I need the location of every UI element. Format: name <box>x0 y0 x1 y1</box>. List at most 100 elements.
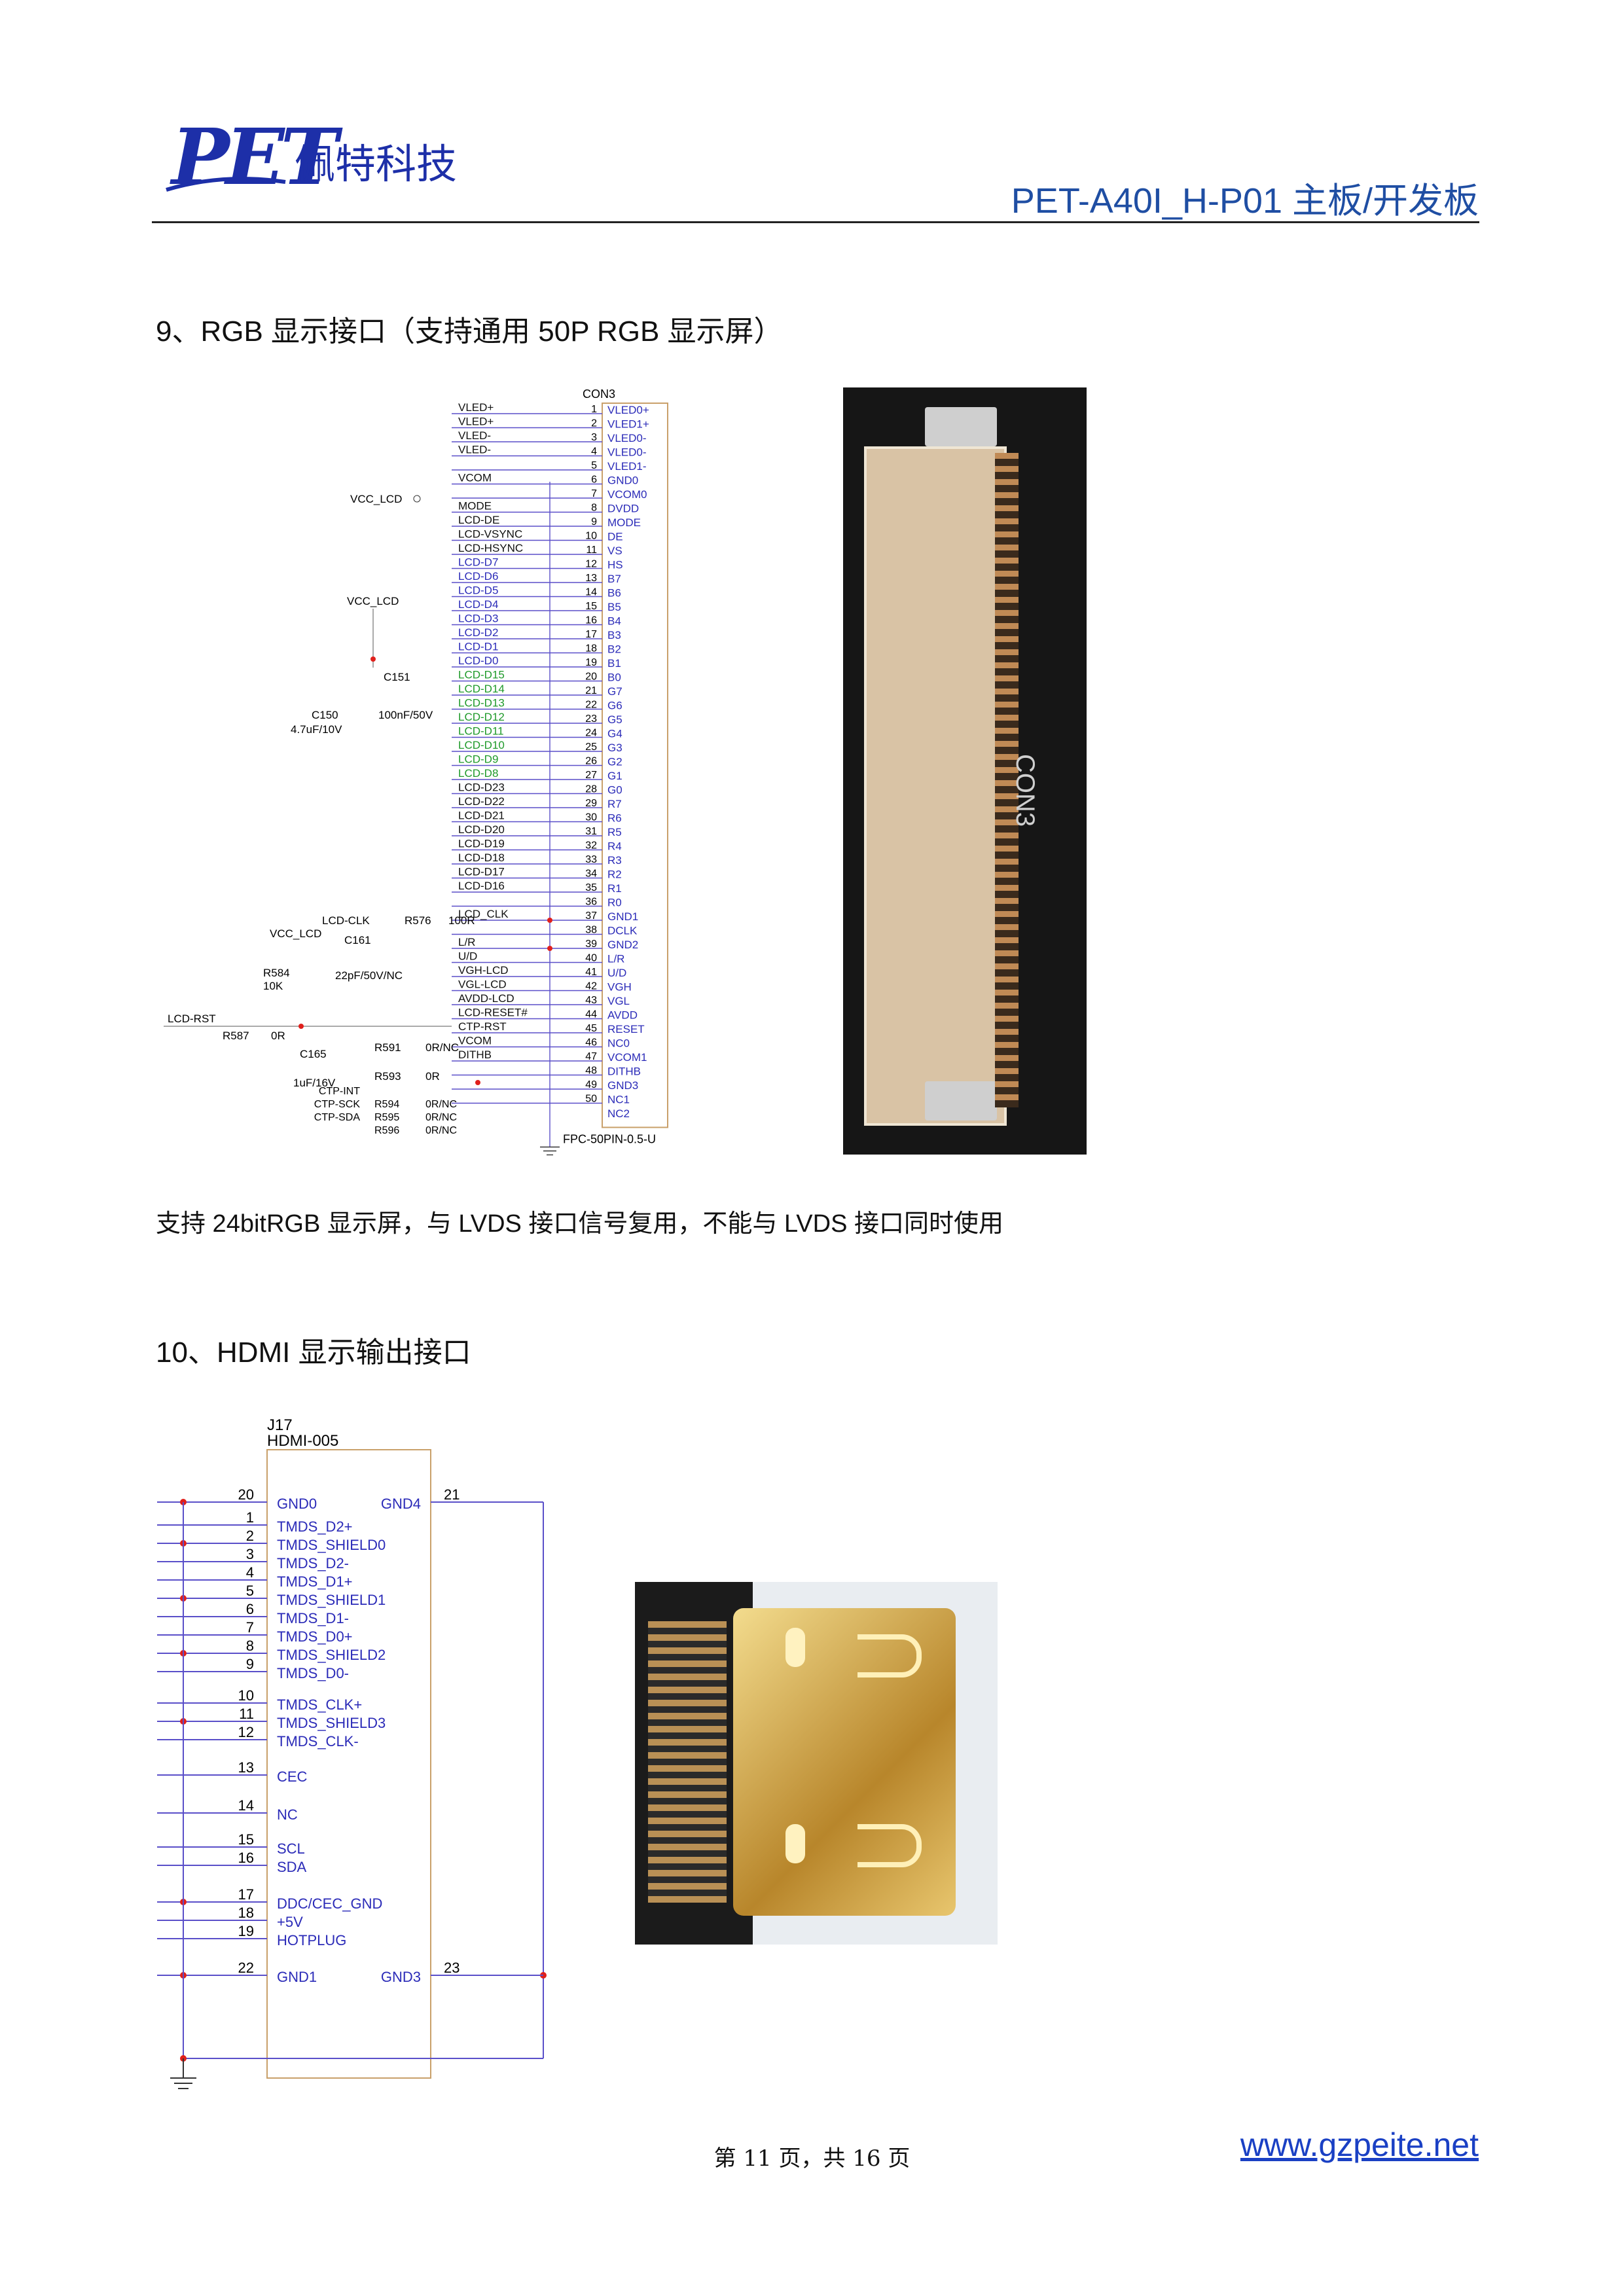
junction-dot <box>298 1024 304 1029</box>
j17-pin-number: 12 <box>238 1724 254 1740</box>
con3-pin-name: G3 <box>607 742 623 754</box>
j17-pin-number: 1 <box>246 1509 254 1526</box>
con3-pin-number: 4 <box>591 446 597 457</box>
con3-net-label: LCD-D6 <box>458 570 498 583</box>
con3-net-label: VLED+ <box>458 401 494 414</box>
j17-box <box>266 1449 431 2079</box>
con3-pin-number: 18 <box>585 643 597 655</box>
con3-pin-number: 30 <box>585 812 597 823</box>
con3-net-label: VCOM <box>458 472 492 484</box>
con3-pin-name: HS <box>607 559 623 571</box>
c165-value: 1uF/16V <box>293 1077 336 1089</box>
con3-pin-name: MODE <box>607 516 641 529</box>
con3-pin-number: 37 <box>585 910 597 922</box>
junction-dot <box>370 656 376 662</box>
con3-net-label: MODE <box>458 500 492 512</box>
r595-ref: R595 <box>374 1112 399 1123</box>
con3-pin-number: 39 <box>585 939 597 950</box>
con3-net-label: AVDD-LCD <box>458 992 514 1005</box>
con3-net-label: L/R <box>458 936 475 948</box>
lcd-rst-label: LCD-RST <box>168 1013 216 1025</box>
j17-pin-name: TMDS_D1- <box>277 1610 349 1626</box>
j17-pin-name: TMDS_D2- <box>277 1555 349 1571</box>
con3-net-label: VLED+ <box>458 416 494 428</box>
con3-net-label: LCD-D10 <box>458 739 505 751</box>
con3-net-label: CTP-RST <box>458 1020 507 1033</box>
con3-net-label: LCD-D17 <box>458 866 505 878</box>
j17-pin-name: TMDS_D2+ <box>277 1518 353 1535</box>
rgb-connector-photo: CON3 <box>843 387 1087 1155</box>
con3-net-label: LCD-D8 <box>458 767 498 780</box>
section-10-title: 10、HDMI 显示输出接口 <box>156 1336 471 1369</box>
j17-pin-name: +5V <box>277 1914 303 1930</box>
con3-pin-number: 12 <box>585 559 597 570</box>
j17-pin-name: GND4 <box>381 1496 421 1512</box>
con3-net-label: LCD-D13 <box>458 697 505 709</box>
con3-net-label: LCD-D11 <box>458 725 504 738</box>
con3-pin-name: GND3 <box>607 1079 638 1092</box>
con3-pin-number: 8 <box>591 503 597 514</box>
con3-pin-number: 43 <box>585 995 597 1006</box>
con3-pin-number: 41 <box>585 967 597 978</box>
j17-pin-name: TMDS_CLK- <box>277 1733 359 1749</box>
con3-net-label: LCD-D22 <box>458 795 505 808</box>
header-product-title: PET-A40I_H-P01 主板/开发板 <box>1011 181 1479 221</box>
shield-tab-2 <box>785 1824 805 1863</box>
con3-pin-name: L/R <box>607 953 624 965</box>
r593-ref: R593 <box>374 1070 401 1083</box>
con3-pin-name: B6 <box>607 587 621 600</box>
con3-pin-name: G7 <box>607 685 623 698</box>
con3-net-label: LCD-D0 <box>458 655 498 667</box>
con3-pin-name: AVDD <box>607 1009 638 1022</box>
con3-net-label: LCD-D5 <box>458 584 498 597</box>
con3-net-label: VGL-LCD <box>458 978 507 991</box>
j17-pin-number: 20 <box>238 1486 254 1503</box>
con3-net-label: LCD-D9 <box>458 753 498 766</box>
vcc-lcd-label-3: VCC_LCD <box>270 927 321 940</box>
vcc-lcd-label-2: VCC_LCD <box>347 595 399 607</box>
con3-schematic: CON3FPC-50PIN-0.5-UVLED0+1VLED+VLED1+2VL… <box>164 387 668 1156</box>
r593-value: 0R <box>425 1070 440 1083</box>
j17-pin-name: TMDS_D0- <box>277 1665 349 1681</box>
con3-net-label: LCD-D4 <box>458 598 498 611</box>
con3-pin-name: VCOM1 <box>607 1051 647 1064</box>
con3-pin-name: VLED0+ <box>607 404 649 416</box>
con3-net-label: LCD-D14 <box>458 683 505 695</box>
j17-pin-number: 9 <box>246 1656 254 1672</box>
r591-ref: R591 <box>374 1041 401 1054</box>
j17-pin-number: 15 <box>238 1831 254 1848</box>
c151-value: 100nF/50V <box>378 709 433 721</box>
company-logo-mark: PET <box>171 111 338 202</box>
con3-ref: CON3 <box>583 387 615 401</box>
con3-pin-name: VGL <box>607 995 630 1007</box>
con3-pin-number: 33 <box>585 854 597 865</box>
j17-pin-name: SCL <box>277 1840 305 1857</box>
con3-pin-name: DVDD <box>607 503 639 515</box>
connector-pins <box>995 453 1019 1107</box>
con3-pin-number: 40 <box>585 953 597 964</box>
con3-net-label: LCD-DE <box>458 514 499 526</box>
con3-net-label: VCOM <box>458 1035 492 1047</box>
con3-pin-name: DCLK <box>607 925 638 937</box>
con3-pin-name: B4 <box>607 615 621 628</box>
con3-net-label: LCD-D7 <box>458 556 498 569</box>
j17-pin-number: 3 <box>246 1546 254 1562</box>
section-9-caption: 支持 24bitRGB 显示屏，与 LVDS 接口信号复用，不能与 LVDS 接… <box>156 1210 1003 1238</box>
ctp-int-label: CTP-INT <box>319 1086 360 1097</box>
con3-net-label: LCD-D18 <box>458 852 505 864</box>
j17-pin-number: 18 <box>238 1905 254 1921</box>
shield-spring-2 <box>857 1824 922 1867</box>
footer-website-link[interactable]: www.gzpeite.net <box>1240 2126 1479 2163</box>
j17-pin-number: 22 <box>238 1960 254 1976</box>
con3-pin-number: 3 <box>591 432 597 443</box>
con3-pin-number: 9 <box>591 516 597 528</box>
con3-net-label: LCD-HSYNC <box>458 542 523 554</box>
con3-pin-number: 35 <box>585 882 597 893</box>
j17-pin-number: 2 <box>246 1528 254 1544</box>
con3-net-label: DITHB <box>458 1049 492 1061</box>
con3-net-label: LCD-D23 <box>458 781 505 794</box>
j17-ref: J17 <box>267 1417 293 1434</box>
con3-pin-number: 1 <box>591 404 597 415</box>
con3-pin-number: 38 <box>585 925 597 936</box>
con3-pin-number: 17 <box>585 629 597 640</box>
